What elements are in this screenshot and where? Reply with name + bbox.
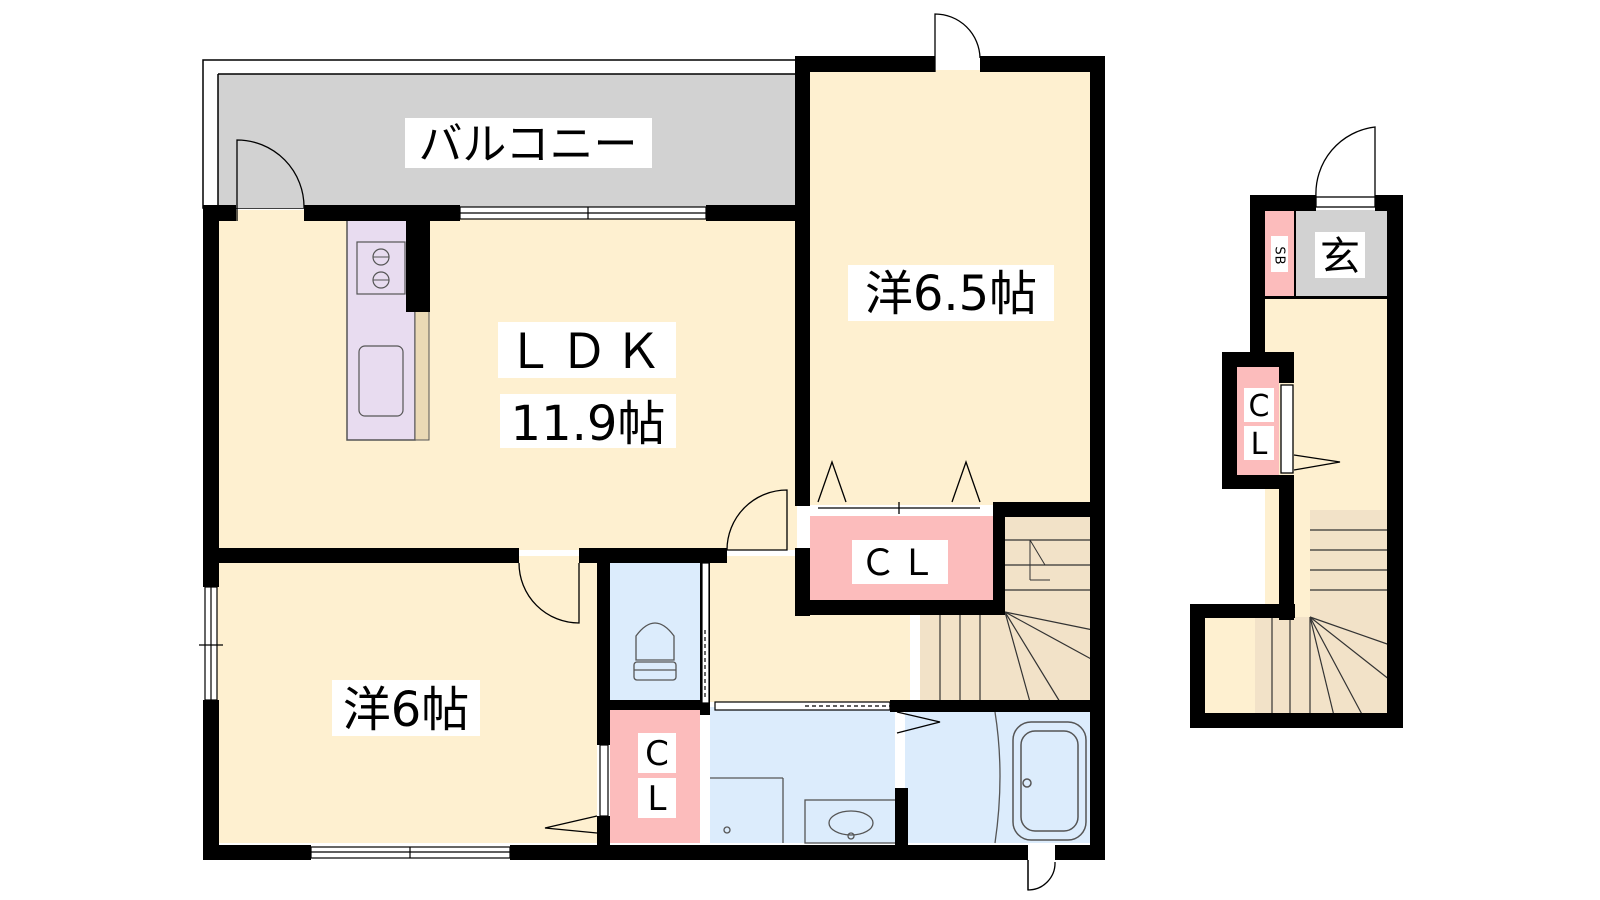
toilet-floor: [610, 556, 700, 702]
doors-entrance: [1280, 126, 1376, 474]
closet-stair-label-l: L: [1251, 427, 1268, 462]
toilet-door-icon: [1027, 860, 1056, 891]
ldk-door-icon: [726, 489, 788, 551]
ldk-floor: [210, 210, 797, 550]
balcony: [202, 59, 798, 209]
closet-door-icon: [951, 460, 981, 503]
entrance-floor: SB 玄 C L: [1190, 126, 1403, 728]
closet-lower-label-c: C: [645, 734, 669, 774]
sink-icon: [358, 345, 404, 417]
bathroom-floor: [905, 707, 1093, 843]
balcony-label: バルコニー: [418, 119, 637, 170]
closet-stair-label-c: C: [1249, 389, 1270, 424]
kitchen-counter: [346, 219, 430, 441]
closet-upper-label: ＣＬ: [860, 543, 940, 584]
stairs-main: [920, 516, 1094, 703]
closet-door-icon: [817, 460, 847, 503]
closet-lower-label-l: L: [648, 779, 667, 819]
bathtub-icon: [994, 711, 1087, 844]
closet-lower-floor: [610, 710, 700, 843]
balcony-door-icon: [236, 139, 305, 221]
shoe-box-label: SB: [1272, 246, 1287, 265]
room-door-icon: [518, 562, 580, 624]
doors-main: [236, 13, 1056, 891]
labels-main: バルコニー ＬＤＫ 11.9帖 洋6.5帖 洋6帖 ＣＬ C L: [332, 118, 1054, 819]
closet-door-icon: [1293, 454, 1341, 471]
western-65-label: 洋6.5帖: [865, 266, 1037, 322]
toilet-icon: [633, 622, 677, 681]
walls-main: [203, 56, 1105, 860]
closet-door-icon: [544, 815, 598, 834]
walls-entrance: [1190, 195, 1403, 728]
ldk-size-label: 11.9帖: [511, 396, 666, 452]
washroom-floor: [710, 707, 895, 843]
entrance-door-icon: [1315, 126, 1376, 198]
ldk-label: ＬＤＫ: [506, 324, 668, 380]
bath-door-icon: [896, 711, 941, 734]
stairs-entrance: [1255, 510, 1391, 721]
windows: [199, 206, 891, 859]
western-6-label: 洋6帖: [343, 682, 470, 738]
entrance-label: 玄: [1320, 234, 1360, 280]
room-door-icon: [934, 13, 981, 72]
